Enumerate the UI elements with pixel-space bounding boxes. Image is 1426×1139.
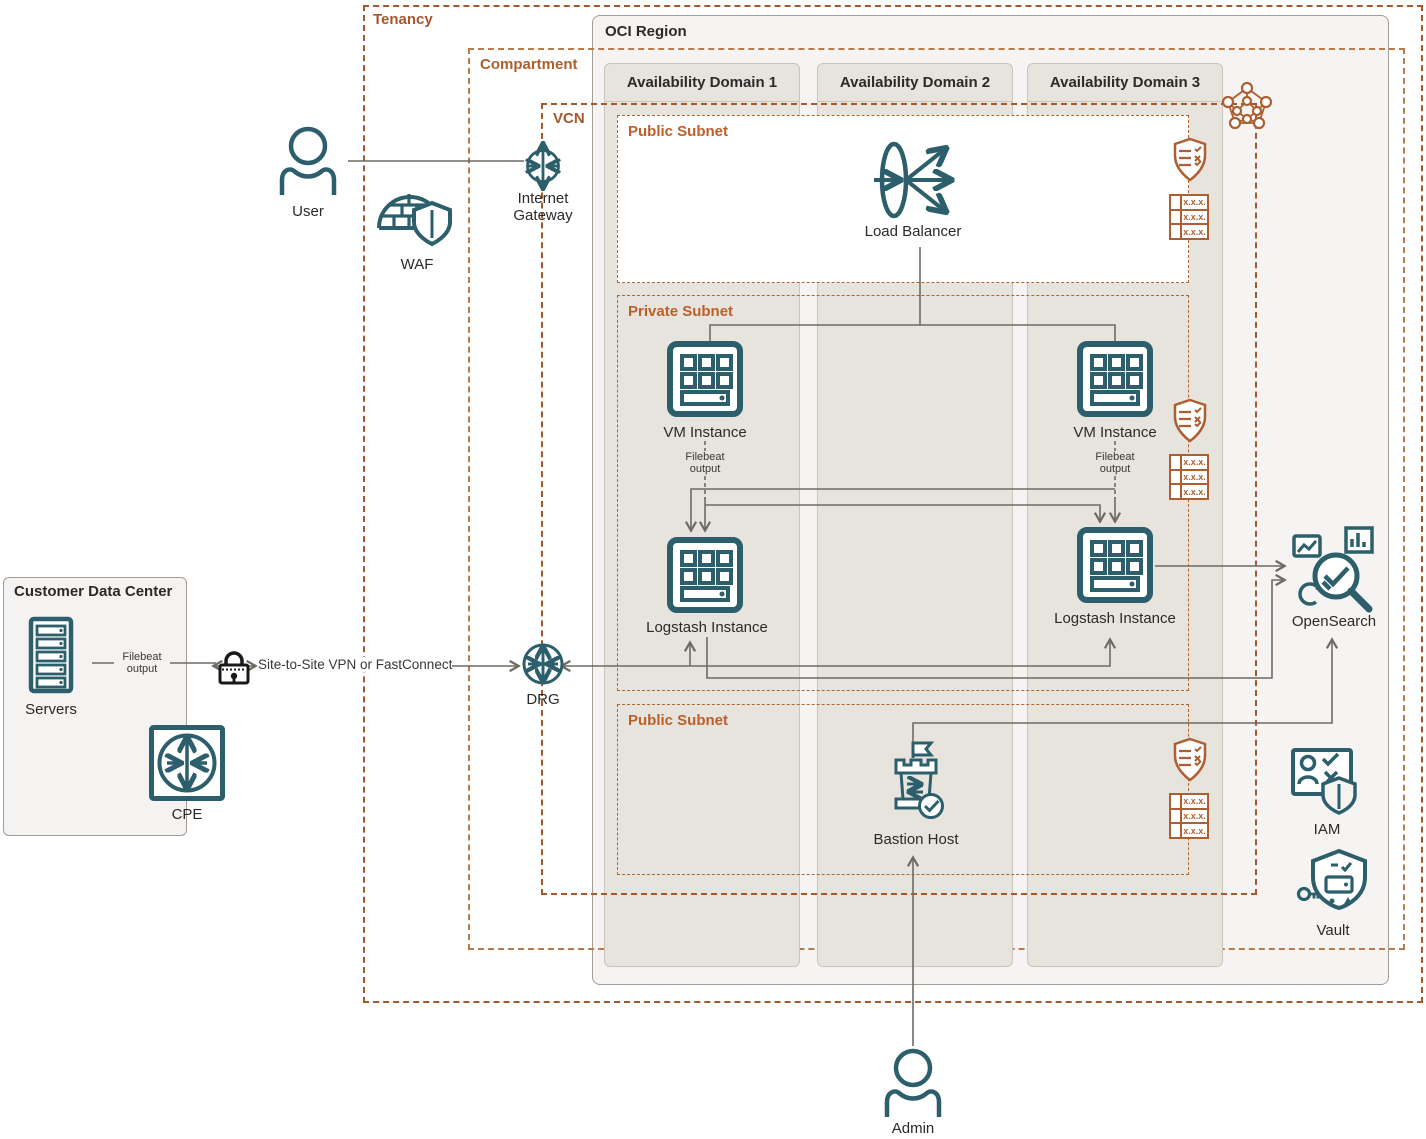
security-list-icon-bottom bbox=[1173, 737, 1207, 782]
filebeat-output-dc-label: Filebeat output bbox=[114, 651, 170, 675]
route-table-row: x.x.x. bbox=[1171, 208, 1207, 224]
waf-icon bbox=[377, 194, 452, 247]
route-table-icon-middle: x.x.x. x.x.x. x.x.x. bbox=[1169, 454, 1209, 500]
drg-label: DRG bbox=[526, 691, 560, 708]
drg-icon bbox=[522, 643, 564, 685]
route-table-row: x.x.x. bbox=[1171, 196, 1207, 209]
edge-lb-vms bbox=[709, 247, 1116, 341]
opensearch-icon bbox=[1292, 526, 1374, 613]
public-subnet-top-label: Public Subnet bbox=[628, 123, 729, 140]
availability-domain-2-label: Availability Domain 2 bbox=[818, 64, 1012, 102]
admin-icon bbox=[884, 1048, 942, 1117]
waf-label: WAF bbox=[400, 256, 434, 273]
vm-instance-left-icon bbox=[667, 341, 743, 417]
oci-region-label: OCI Region bbox=[605, 23, 687, 40]
public-subnet-bottom: Public Subnet bbox=[617, 704, 1189, 875]
iam-icon bbox=[1291, 748, 1357, 815]
logstash-instance-right-icon bbox=[1077, 527, 1153, 603]
edge-vmL-logstashR bbox=[705, 504, 1100, 521]
vcn-cluster-icon bbox=[1221, 81, 1273, 130]
opensearch-label: OpenSearch bbox=[1291, 613, 1377, 630]
route-table-row: x.x.x. bbox=[1171, 807, 1207, 823]
tenancy-label: Tenancy bbox=[373, 11, 433, 28]
route-table-row: x.x.x. bbox=[1171, 795, 1207, 808]
vpn-lock-icon bbox=[218, 651, 250, 685]
vm-instance-right-label: VM Instance bbox=[1073, 424, 1157, 441]
user-icon bbox=[279, 126, 337, 195]
private-subnet-label: Private Subnet bbox=[628, 303, 734, 320]
edge-logstashL-opensearch bbox=[706, 580, 1284, 679]
edge-vmR-logstashL bbox=[691, 488, 1115, 530]
filebeat-output-left-label: Filebeat output bbox=[677, 451, 733, 475]
security-list-icon-middle bbox=[1173, 398, 1207, 443]
load-balancer-icon bbox=[874, 141, 960, 219]
customer-data-center-label: Customer Data Center bbox=[14, 583, 173, 600]
logstash-instance-left-icon bbox=[667, 537, 743, 613]
vault-label: Vault bbox=[1316, 922, 1350, 939]
route-table-row: x.x.x. bbox=[1171, 456, 1207, 469]
compartment-label: Compartment bbox=[480, 56, 578, 73]
internet-gateway-label: Internet Gateway bbox=[513, 190, 573, 224]
iam-label: IAM bbox=[1313, 821, 1341, 838]
availability-domain-1-label: Availability Domain 1 bbox=[605, 64, 799, 102]
bastion-host-label: Bastion Host bbox=[873, 831, 959, 848]
internet-gateway-icon bbox=[521, 140, 565, 194]
user-label: User bbox=[292, 203, 324, 220]
admin-label: Admin bbox=[891, 1120, 935, 1137]
vm-instance-left-label: VM Instance bbox=[663, 424, 747, 441]
servers-label: Servers bbox=[25, 701, 77, 718]
logstash-instance-left-label: Logstash Instance bbox=[646, 619, 768, 636]
security-list-icon-top bbox=[1173, 137, 1207, 182]
vcn-label: VCN bbox=[553, 110, 585, 127]
public-subnet-bottom-label: Public Subnet bbox=[628, 712, 729, 729]
cpe-icon bbox=[149, 725, 225, 801]
route-table-icon-top: x.x.x. x.x.x. x.x.x. bbox=[1169, 194, 1209, 240]
vault-icon bbox=[1296, 848, 1367, 911]
route-table-row: x.x.x. bbox=[1171, 822, 1207, 838]
route-table-icon-bottom: x.x.x. x.x.x. x.x.x. bbox=[1169, 793, 1209, 839]
route-table-row: x.x.x. bbox=[1171, 483, 1207, 499]
edge-bastion-opensearch bbox=[912, 640, 1332, 747]
tenancy-boundary: Tenancy bbox=[363, 5, 1423, 1003]
availability-domain-3-label: Availability Domain 3 bbox=[1028, 64, 1222, 102]
filebeat-output-right-label: Filebeat output bbox=[1087, 451, 1143, 475]
logstash-instance-right-label: Logstash Instance bbox=[1054, 610, 1176, 627]
load-balancer-label: Load Balancer bbox=[864, 223, 962, 240]
route-table-row: x.x.x. bbox=[1171, 468, 1207, 484]
bastion-host-icon bbox=[894, 741, 944, 819]
cpe-label: CPE bbox=[171, 806, 203, 823]
servers-icon bbox=[28, 616, 74, 694]
vm-instance-right-icon bbox=[1077, 341, 1153, 417]
vcn-boundary: VCN bbox=[541, 103, 1257, 895]
edge-drg-logstash-right bbox=[562, 640, 1110, 666]
vpn-fastconnect-label: Site-to-Site VPN or FastConnect bbox=[258, 657, 453, 672]
route-table-row: x.x.x. bbox=[1171, 223, 1207, 239]
